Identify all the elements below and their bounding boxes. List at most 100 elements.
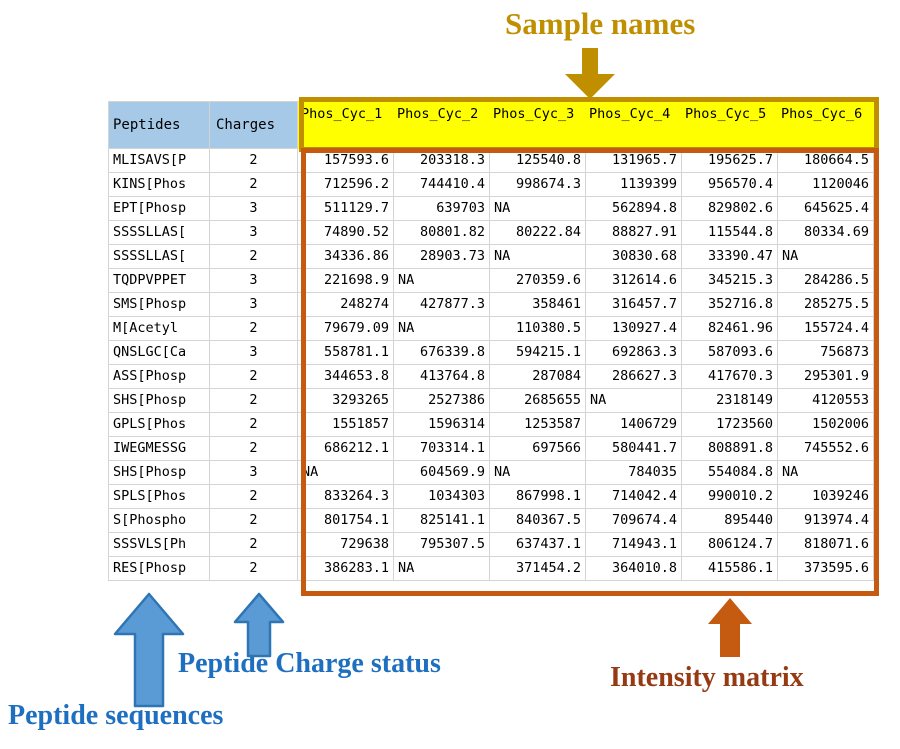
cell-intensity-sample-6[interactable]: 818071.6 xyxy=(777,532,874,557)
cell-peptide[interactable]: MLISAVS[P xyxy=(108,148,210,173)
cell-intensity-sample-4[interactable]: 714042.4 xyxy=(585,484,682,509)
cell-intensity-sample-5[interactable]: 808891.8 xyxy=(681,436,778,461)
cell-intensity-sample-6[interactable]: 1120046 xyxy=(777,172,874,197)
cell-intensity-sample-5[interactable]: 115544.8 xyxy=(681,220,778,245)
cell-intensity-sample-2[interactable]: 825141.1 xyxy=(393,508,490,533)
cell-intensity-sample-4[interactable]: 709674.4 xyxy=(585,508,682,533)
column-header-sample-6[interactable]: Phos_Cyc_6 xyxy=(777,101,874,149)
cell-intensity-sample-5[interactable]: 829802.6 xyxy=(681,196,778,221)
cell-intensity-sample-3[interactable]: 697566 xyxy=(489,436,586,461)
cell-intensity-sample-6[interactable]: 373595.6 xyxy=(777,556,874,581)
cell-intensity-sample-3[interactable]: 594215.1 xyxy=(489,340,586,365)
column-header-sample-4[interactable]: Phos_Cyc_4 xyxy=(585,101,682,149)
cell-peptide[interactable]: SSSVLS[Ph xyxy=(108,532,210,557)
cell-charge[interactable]: 3 xyxy=(209,460,298,485)
cell-intensity-sample-2[interactable]: NA xyxy=(393,268,490,293)
cell-intensity-sample-6[interactable]: 4120553 xyxy=(777,388,874,413)
cell-charge[interactable]: 2 xyxy=(209,172,298,197)
cell-intensity-sample-4[interactable]: 1139399 xyxy=(585,172,682,197)
cell-intensity-sample-6[interactable]: 745552.6 xyxy=(777,436,874,461)
cell-intensity-sample-5[interactable]: 806124.7 xyxy=(681,532,778,557)
cell-intensity-sample-4[interactable]: 30830.68 xyxy=(585,244,682,269)
cell-intensity-sample-5[interactable]: 417670.3 xyxy=(681,364,778,389)
cell-intensity-sample-3[interactable]: 867998.1 xyxy=(489,484,586,509)
cell-intensity-sample-6[interactable]: NA xyxy=(777,460,874,485)
cell-peptide[interactable]: QNSLGC[Ca xyxy=(108,340,210,365)
cell-peptide[interactable]: GPLS[Phos xyxy=(108,412,210,437)
cell-peptide[interactable]: SSSSLLAS[ xyxy=(108,244,210,269)
cell-charge[interactable]: 2 xyxy=(209,508,298,533)
column-header-peptides[interactable]: Peptides xyxy=(108,101,210,149)
cell-peptide[interactable]: TQDPVPPET xyxy=(108,268,210,293)
cell-charge[interactable]: 2 xyxy=(209,364,298,389)
cell-intensity-sample-1[interactable]: 344653.8 xyxy=(297,364,394,389)
cell-peptide[interactable]: SPLS[Phos xyxy=(108,484,210,509)
cell-peptide[interactable]: SSSSLLAS[ xyxy=(108,220,210,245)
cell-intensity-sample-6[interactable]: 645625.4 xyxy=(777,196,874,221)
cell-intensity-sample-2[interactable]: 1034303 xyxy=(393,484,490,509)
cell-intensity-sample-6[interactable]: 284286.5 xyxy=(777,268,874,293)
column-header-sample-2[interactable]: Phos_Cyc_2 xyxy=(393,101,490,149)
cell-intensity-sample-4[interactable]: NA xyxy=(585,388,682,413)
cell-intensity-sample-6[interactable]: 913974.4 xyxy=(777,508,874,533)
cell-intensity-sample-3[interactable]: 287084 xyxy=(489,364,586,389)
cell-intensity-sample-2[interactable]: 203318.3 xyxy=(393,148,490,173)
cell-peptide[interactable]: SMS[Phosp xyxy=(108,292,210,317)
cell-intensity-sample-5[interactable]: 345215.3 xyxy=(681,268,778,293)
cell-intensity-sample-2[interactable]: 676339.8 xyxy=(393,340,490,365)
cell-intensity-sample-1[interactable]: 248274 xyxy=(297,292,394,317)
cell-charge[interactable]: 2 xyxy=(209,388,298,413)
cell-intensity-sample-2[interactable]: 1596314 xyxy=(393,412,490,437)
cell-intensity-sample-2[interactable]: 703314.1 xyxy=(393,436,490,461)
cell-intensity-sample-3[interactable]: 371454.2 xyxy=(489,556,586,581)
cell-charge[interactable]: 2 xyxy=(209,148,298,173)
cell-charge[interactable]: 2 xyxy=(209,412,298,437)
cell-intensity-sample-4[interactable]: 131965.7 xyxy=(585,148,682,173)
intensity-data-table[interactable]: Peptides Charges Phos_Cyc_1 Phos_Cyc_2 P… xyxy=(108,101,874,581)
cell-intensity-sample-4[interactable]: 784035 xyxy=(585,460,682,485)
cell-peptide[interactable]: SHS[Phosp xyxy=(108,460,210,485)
cell-intensity-sample-2[interactable]: NA xyxy=(393,556,490,581)
cell-intensity-sample-5[interactable]: 352716.8 xyxy=(681,292,778,317)
cell-intensity-sample-3[interactable]: NA xyxy=(489,460,586,485)
cell-intensity-sample-2[interactable]: 413764.8 xyxy=(393,364,490,389)
column-header-charges[interactable]: Charges xyxy=(209,101,298,149)
cell-intensity-sample-4[interactable]: 714943.1 xyxy=(585,532,682,557)
cell-charge[interactable]: 3 xyxy=(209,196,298,221)
cell-charge[interactable]: 3 xyxy=(209,340,298,365)
cell-intensity-sample-6[interactable]: 1502006 xyxy=(777,412,874,437)
cell-intensity-sample-5[interactable]: 2318149 xyxy=(681,388,778,413)
cell-peptide[interactable]: KINS[Phos xyxy=(108,172,210,197)
cell-peptide[interactable]: SHS[Phosp xyxy=(108,388,210,413)
cell-intensity-sample-5[interactable]: 956570.4 xyxy=(681,172,778,197)
column-header-sample-1[interactable]: Phos_Cyc_1 xyxy=(297,101,394,149)
cell-charge[interactable]: 3 xyxy=(209,220,298,245)
cell-intensity-sample-5[interactable]: 554084.8 xyxy=(681,460,778,485)
cell-intensity-sample-2[interactable]: 604569.9 xyxy=(393,460,490,485)
cell-intensity-sample-3[interactable]: 80222.84 xyxy=(489,220,586,245)
cell-intensity-sample-1[interactable]: 221698.9 xyxy=(297,268,394,293)
cell-peptide[interactable]: RES[Phosp xyxy=(108,556,210,581)
cell-intensity-sample-3[interactable]: 840367.5 xyxy=(489,508,586,533)
cell-intensity-sample-3[interactable]: 998674.3 xyxy=(489,172,586,197)
cell-intensity-sample-3[interactable]: 270359.6 xyxy=(489,268,586,293)
cell-intensity-sample-3[interactable]: NA xyxy=(489,196,586,221)
cell-intensity-sample-3[interactable]: 125540.8 xyxy=(489,148,586,173)
cell-charge[interactable]: 3 xyxy=(209,292,298,317)
cell-intensity-sample-1[interactable]: 157593.6 xyxy=(297,148,394,173)
cell-peptide[interactable]: EPT[Phosp xyxy=(108,196,210,221)
cell-intensity-sample-1[interactable]: 558781.1 xyxy=(297,340,394,365)
cell-intensity-sample-2[interactable]: 80801.82 xyxy=(393,220,490,245)
cell-intensity-sample-3[interactable]: 2685655 xyxy=(489,388,586,413)
